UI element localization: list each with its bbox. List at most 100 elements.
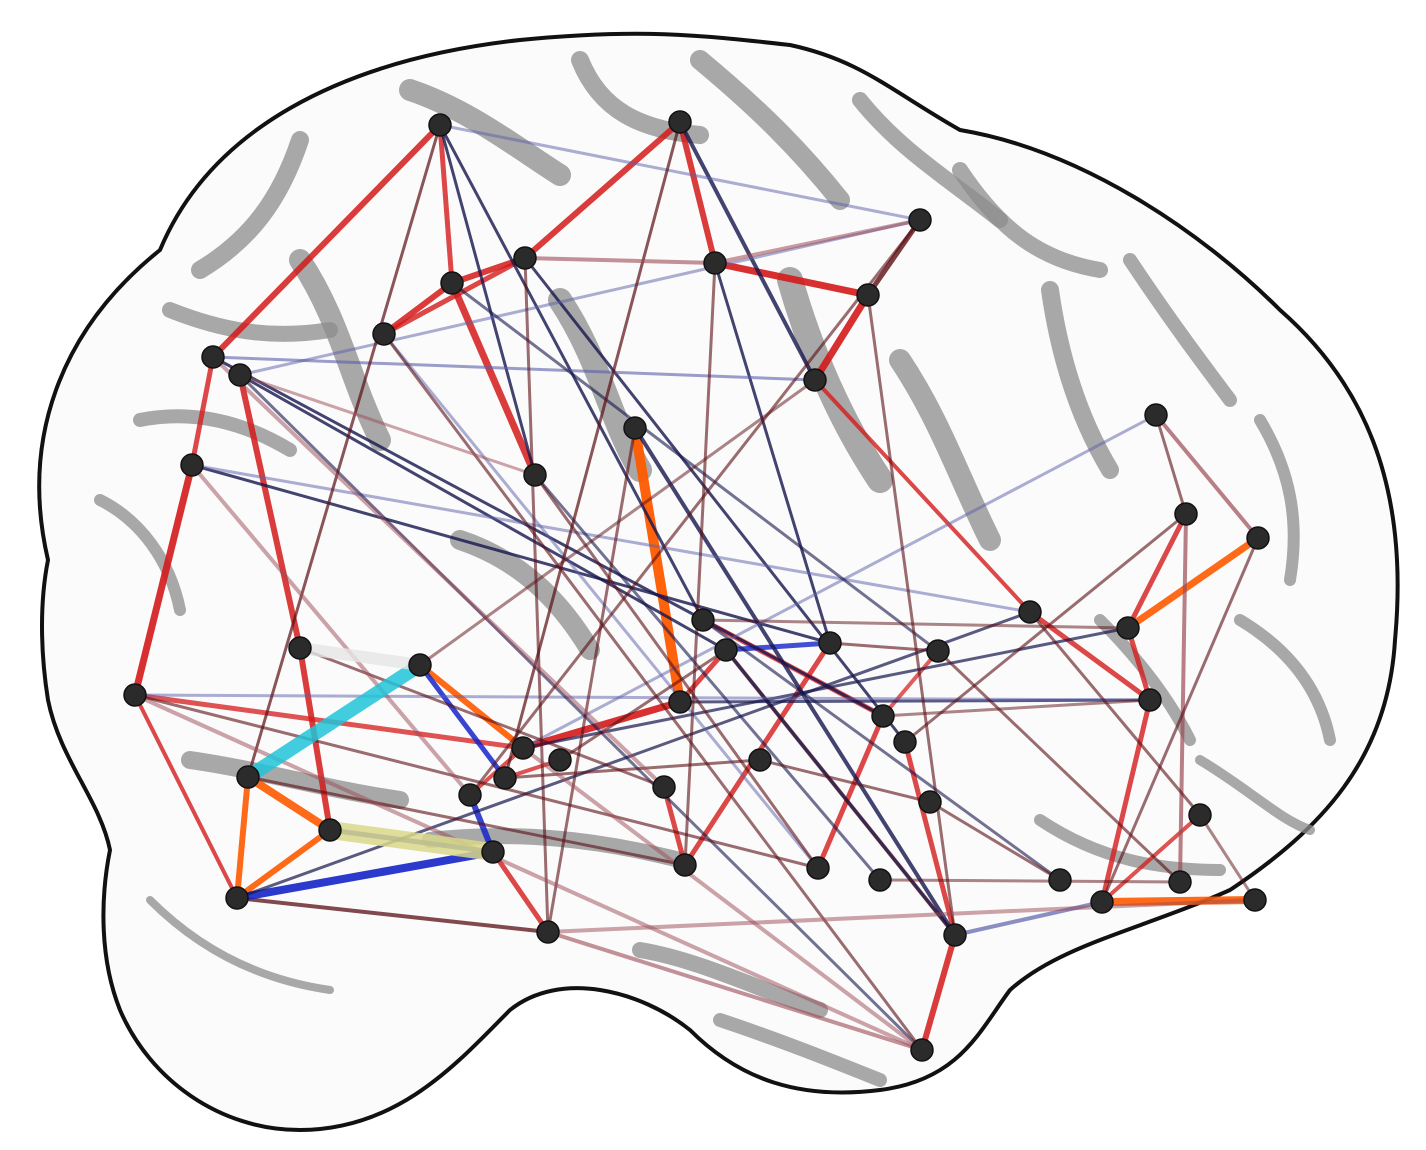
connection-edge-95 bbox=[503, 758, 762, 780]
brain-region-node-18 bbox=[1116, 616, 1140, 640]
brain-region-node-32 bbox=[493, 766, 517, 790]
connection-edge-91 bbox=[936, 649, 1182, 884]
brain-region-node-20 bbox=[926, 639, 950, 663]
connection-edge-59 bbox=[713, 261, 832, 645]
connection-edge-54 bbox=[678, 120, 817, 382]
brain-region-node-2 bbox=[908, 208, 932, 232]
connection-edge-71 bbox=[382, 332, 820, 870]
connection-edge-114 bbox=[294, 642, 426, 671]
connection-edge-105 bbox=[713, 218, 922, 265]
connection-edge-47 bbox=[233, 848, 497, 902]
brain-region-node-36 bbox=[481, 840, 505, 864]
connection-edge-30 bbox=[235, 896, 550, 934]
connection-edge-76 bbox=[701, 618, 1062, 882]
brain-region-node-37 bbox=[673, 853, 697, 877]
brain-region-node-31 bbox=[652, 775, 676, 799]
brain-region-node-41 bbox=[1243, 888, 1267, 912]
connection-edge-46 bbox=[417, 662, 526, 751]
connection-edge-20 bbox=[1125, 625, 1153, 703]
connection-edge-98 bbox=[558, 648, 728, 762]
connection-edge-10 bbox=[133, 693, 239, 900]
connection-edge-97 bbox=[928, 800, 1062, 882]
connection-edge-49 bbox=[417, 662, 508, 781]
connection-edge-52 bbox=[438, 123, 537, 477]
connection-edge-31 bbox=[546, 930, 924, 1052]
connection-edge-67 bbox=[238, 218, 922, 377]
brain-region-node-30 bbox=[236, 765, 260, 789]
connection-edge-92 bbox=[298, 646, 666, 789]
brain-region-node-39 bbox=[1168, 870, 1192, 894]
brain-region-node-44 bbox=[943, 923, 967, 947]
brain-region-node-24 bbox=[123, 683, 147, 707]
connection-edge-83 bbox=[546, 426, 637, 934]
connection-edge-3 bbox=[522, 119, 683, 261]
connection-edge-25 bbox=[813, 378, 1032, 614]
brain-region-node-23 bbox=[288, 636, 312, 660]
connection-edge-89 bbox=[1028, 610, 1202, 817]
connection-edge-15 bbox=[381, 255, 528, 337]
connection-edge-33 bbox=[490, 849, 551, 935]
brain-region-node-10 bbox=[803, 368, 827, 392]
connection-edge-62 bbox=[235, 610, 1032, 900]
brain-region-node-12 bbox=[523, 463, 547, 487]
connection-edge-86 bbox=[1154, 413, 1188, 516]
brain-region-node-6 bbox=[856, 283, 880, 307]
connection-edge-111 bbox=[190, 463, 472, 797]
brain-region-node-28 bbox=[893, 730, 917, 754]
connection-edge-78 bbox=[503, 120, 682, 780]
connection-edge-93 bbox=[133, 693, 820, 870]
connection-edge-35 bbox=[1100, 813, 1202, 904]
connection-edge-13 bbox=[448, 279, 539, 479]
brain-region-node-13 bbox=[180, 453, 204, 477]
connection-edge-40 bbox=[1154, 413, 1260, 540]
connection-edge-7 bbox=[811, 291, 872, 384]
brain-region-nodes bbox=[123, 110, 1270, 1062]
brain-region-node-14 bbox=[1144, 403, 1168, 427]
brain-region-node-22 bbox=[691, 608, 715, 632]
brain-region-node-9 bbox=[228, 363, 252, 387]
connection-edge-66 bbox=[211, 355, 817, 382]
connection-edge-101 bbox=[881, 698, 1152, 718]
connection-edge-100 bbox=[701, 618, 1130, 630]
connection-edge-102 bbox=[1198, 813, 1257, 902]
connection-edge-45 bbox=[234, 827, 333, 901]
connection-edge-21 bbox=[1099, 697, 1153, 905]
brain-region-node-38 bbox=[806, 856, 830, 880]
brain-region-node-46 bbox=[318, 818, 342, 842]
connection-edge-41 bbox=[1178, 512, 1188, 884]
brain-region-node-43 bbox=[536, 920, 560, 944]
connection-edge-110 bbox=[521, 746, 924, 1052]
brain-region-node-15 bbox=[1174, 502, 1198, 526]
connectivity-edges bbox=[131, 119, 1262, 1053]
connection-edge-42 bbox=[630, 423, 685, 707]
brain-region-node-35 bbox=[1188, 803, 1212, 827]
connection-edge-104 bbox=[523, 256, 717, 265]
connection-edge-19 bbox=[1124, 534, 1262, 632]
brain-region-node-50 bbox=[1048, 868, 1072, 892]
connection-edge-103 bbox=[878, 878, 1182, 884]
connection-edge-84 bbox=[866, 293, 957, 937]
brain-region-node-29 bbox=[511, 736, 535, 760]
brain-region-node-34 bbox=[918, 790, 942, 814]
brain-region-node-21 bbox=[714, 638, 738, 662]
connection-edge-5 bbox=[711, 259, 872, 299]
connection-edge-73 bbox=[238, 373, 924, 1052]
connection-edge-77 bbox=[246, 123, 442, 779]
brain-region-node-33 bbox=[458, 783, 482, 807]
connection-edge-44 bbox=[244, 773, 334, 834]
brain-region-node-49 bbox=[868, 868, 892, 892]
connection-edge-108 bbox=[238, 373, 537, 477]
connection-edge-0 bbox=[210, 122, 443, 360]
brain-region-node-47 bbox=[408, 653, 432, 677]
connection-edge-112 bbox=[241, 658, 427, 784]
connection-edge-8 bbox=[189, 354, 216, 468]
connection-edge-87 bbox=[903, 512, 1188, 744]
connection-edge-70 bbox=[521, 413, 1158, 750]
connection-edge-23 bbox=[919, 932, 958, 1053]
connection-edge-55 bbox=[523, 256, 907, 744]
connection-edge-74 bbox=[533, 473, 882, 882]
brain-region-node-42 bbox=[225, 886, 249, 910]
connection-edge-72 bbox=[133, 693, 1152, 702]
brain-region-node-4 bbox=[703, 251, 727, 275]
